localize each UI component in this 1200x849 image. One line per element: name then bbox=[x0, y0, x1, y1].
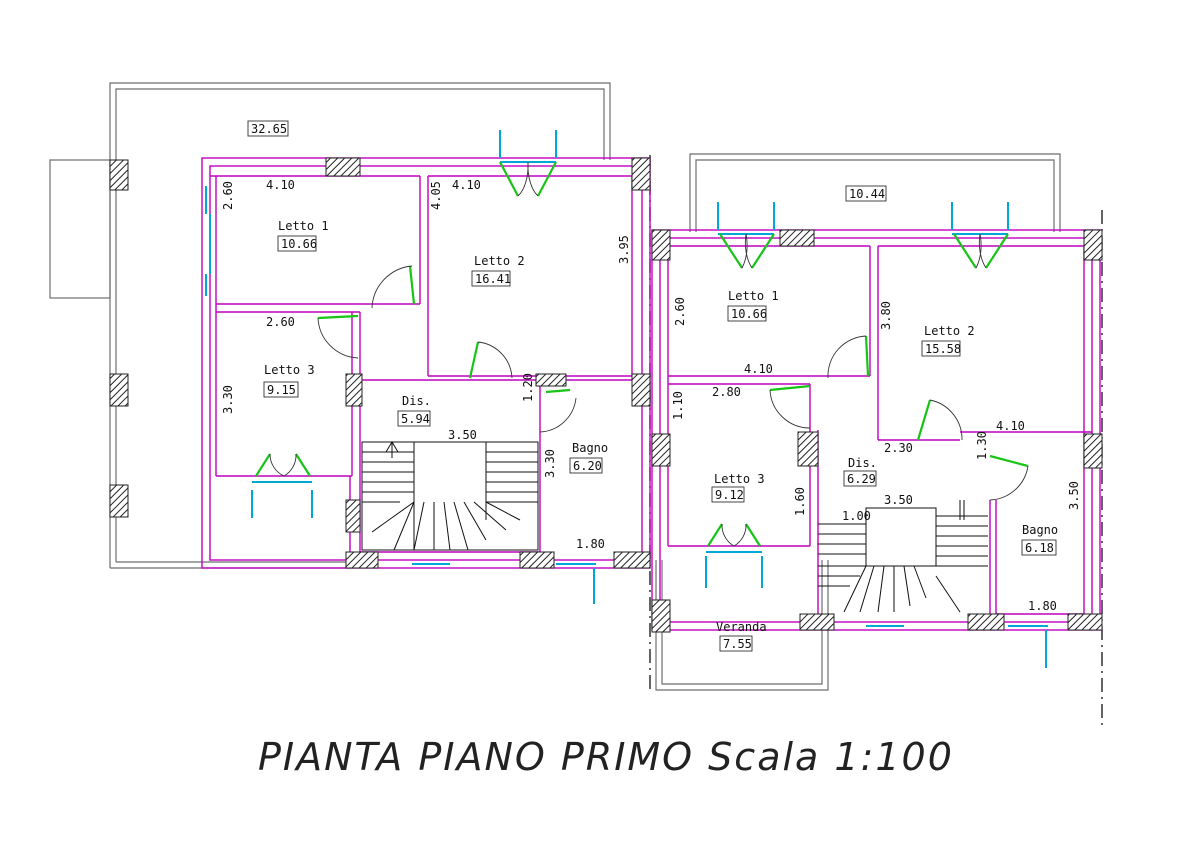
left-letto1-dim-h: 2.60 bbox=[221, 181, 235, 210]
right-dis-dim-h: 1.30 bbox=[975, 431, 989, 460]
left-dis-name: Dis. bbox=[402, 394, 431, 408]
right-dis-dim-w: 2.30 bbox=[884, 441, 913, 455]
right-letto1-area: 10.66 bbox=[731, 307, 767, 321]
right-letto2-dim-w: 4.10 bbox=[996, 419, 1025, 433]
right-letto3-dim-w: 2.80 bbox=[712, 385, 741, 399]
left-unit-walls bbox=[201, 157, 651, 569]
right-letto2-name: Letto 2 bbox=[924, 324, 975, 338]
right-dis-dim-s: 1.00 bbox=[842, 509, 871, 523]
right-letto3-dim-h2: 1.60 bbox=[793, 487, 807, 516]
right-letto1-dim-w: 4.10 bbox=[744, 362, 773, 376]
right-letto1-name: Letto 1 bbox=[728, 289, 779, 303]
left-letto2-area: 16.41 bbox=[475, 272, 511, 286]
left-letto1-dim-w: 4.10 bbox=[266, 178, 295, 192]
left-bagno-dim-h: 3.30 bbox=[543, 449, 557, 478]
right-letto3-area: 9.12 bbox=[715, 488, 744, 502]
left-dis-dim-w: 3.50 bbox=[448, 428, 477, 442]
left-letto2-name: Letto 2 bbox=[474, 254, 525, 268]
right-bagno-name: Bagno bbox=[1022, 523, 1058, 537]
left-letto3-dim-w: 2.60 bbox=[266, 315, 295, 329]
left-letto1-area: 10.66 bbox=[281, 237, 317, 251]
columns bbox=[109, 157, 1103, 633]
right-unit-walls bbox=[651, 229, 1101, 631]
right-veranda-area: 7.55 bbox=[723, 637, 752, 651]
left-terrace-area: 32.65 bbox=[251, 122, 287, 136]
left-letto3-dim-h: 3.30 bbox=[221, 385, 235, 414]
right-dis-dim-w2: 3.50 bbox=[884, 493, 913, 507]
left-bagno-area: 6.20 bbox=[573, 459, 602, 473]
right-dis-name: Dis. bbox=[848, 456, 877, 470]
right-bagno-dim-w: 1.80 bbox=[1028, 599, 1057, 613]
left-dis-area: 5.94 bbox=[401, 412, 430, 426]
right-bagno-dim-h: 3.50 bbox=[1067, 481, 1081, 510]
left-terrace bbox=[49, 82, 611, 569]
right-letto2-area: 15.58 bbox=[925, 342, 961, 356]
right-terrace bbox=[689, 153, 1061, 232]
right-stair bbox=[818, 500, 988, 613]
doors bbox=[255, 161, 1029, 547]
left-stair bbox=[361, 441, 539, 551]
left-bagno-name: Bagno bbox=[572, 441, 608, 455]
right-letto2-dim-h: 3.80 bbox=[879, 301, 893, 330]
right-terrace-area: 10.44 bbox=[849, 187, 885, 201]
left-letto2-dim-h: 4.05 bbox=[429, 181, 443, 210]
right-letto3-dim-h: 1.10 bbox=[671, 391, 685, 420]
left-letto2-dim-w: 4.10 bbox=[452, 178, 481, 192]
right-veranda-name: Veranda bbox=[716, 620, 767, 634]
left-letto2-dim-h2: 3.95 bbox=[617, 235, 631, 264]
right-letto1-dim-h: 2.60 bbox=[673, 297, 687, 326]
right-dis-area: 6.29 bbox=[847, 472, 876, 486]
area-boxes bbox=[247, 120, 1057, 652]
drawing-title: PIANTA PIANO PRIMO Scala 1:100 bbox=[258, 735, 954, 779]
left-letto3-name: Letto 3 bbox=[264, 363, 315, 377]
left-dis-dim-h: 1.20 bbox=[521, 373, 535, 402]
left-letto1-name: Letto 1 bbox=[278, 219, 329, 233]
right-letto3-name: Letto 3 bbox=[714, 472, 765, 486]
right-bagno-area: 6.18 bbox=[1025, 541, 1054, 555]
left-bagno-dim-w: 1.80 bbox=[576, 537, 605, 551]
left-letto3-area: 9.15 bbox=[267, 383, 296, 397]
